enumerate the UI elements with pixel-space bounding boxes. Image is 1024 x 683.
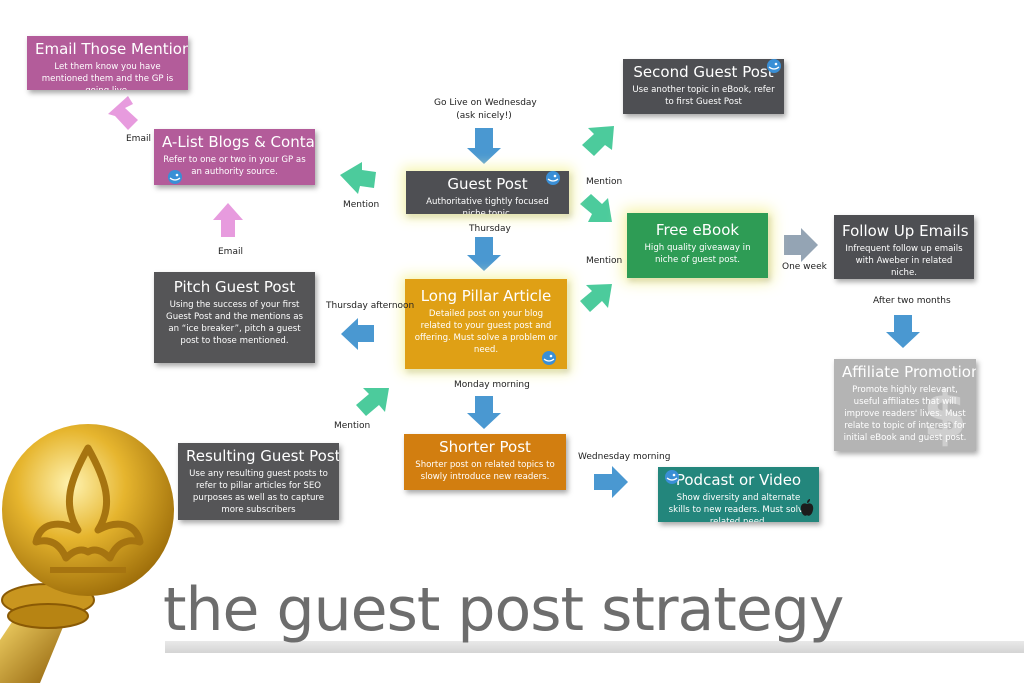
node-free-ebook: Free eBook High quality giveaway in nich…	[627, 213, 768, 278]
node-shorter-post: Shorter Post Shorter post on related top…	[404, 434, 566, 490]
arrow-teal-mention-bottom	[356, 388, 389, 416]
node-title: Resulting Guest Posts	[186, 447, 339, 465]
node-guest-post: Guest Post Authoritative tightly focused…	[406, 171, 569, 214]
node-desc: Show diversity and alternate skills to n…	[668, 493, 809, 522]
node-resulting-guest-posts: Resulting Guest Posts Use any resulting …	[178, 443, 339, 520]
footer-bar	[165, 641, 1024, 653]
label-email-top: Email	[126, 134, 151, 144]
arrow-down-two-months	[886, 315, 920, 348]
node-desc: Authoritative tightly focused niche topi…	[426, 197, 549, 214]
node-desc: Shorter post on related topics to slowly…	[415, 460, 555, 482]
node-title: Guest Post	[447, 175, 528, 193]
twitter-bird-icon	[168, 170, 182, 184]
node-long-pillar-article: Long Pillar Article Detailed post on you…	[405, 279, 567, 369]
arrow-teal-ebook-top	[580, 194, 612, 222]
label-go-live-line2: (ask nicely!)	[456, 111, 512, 121]
arrow-down-monday	[467, 396, 501, 429]
node-title: A-List Blogs & Contacts	[162, 133, 315, 151]
label-wednesday-morning: Wednesday morning	[578, 452, 671, 462]
apple-logo-icon	[800, 499, 814, 516]
arrow-down-thursday	[467, 237, 501, 271]
label-monday-morning: Monday morning	[454, 380, 530, 390]
node-title: Free eBook	[655, 221, 740, 239]
node-affiliate-promotion: $ Affiliate Promotion Promote highly rel…	[834, 359, 976, 451]
node-title: Shorter Post	[439, 438, 531, 456]
svg-text:$: $	[923, 381, 968, 451]
node-a-list-blogs: A-List Blogs & Contacts Refer to one or …	[154, 129, 315, 185]
node-desc: Use any resulting guest posts to refer t…	[189, 469, 328, 515]
node-title: Follow Up Emails	[842, 222, 969, 240]
label-go-live-line1: Go Live on Wednesday	[434, 98, 537, 108]
node-title: Second Guest Post	[633, 63, 774, 81]
node-follow-up-emails: Follow Up Emails Infrequent follow up em…	[834, 215, 974, 279]
arrow-down-golive	[467, 128, 501, 164]
node-desc: Detailed post on your blog related to yo…	[414, 309, 558, 355]
twitter-bird-icon	[665, 470, 679, 484]
node-title: Pitch Guest Post	[173, 278, 296, 296]
node-desc: Let them know you have mentioned them an…	[41, 62, 174, 90]
arrow-right-oneweek	[784, 228, 818, 262]
twitter-bird-icon	[546, 171, 560, 185]
arrow-teal-ebook-bottom	[580, 284, 612, 312]
node-second-guest-post: Second Guest Post Use another topic in e…	[623, 59, 784, 114]
label-email-mid: Email	[218, 247, 243, 257]
node-pitch-guest-post: Pitch Guest Post Using the success of yo…	[154, 272, 315, 363]
torch-icon	[0, 424, 174, 683]
twitter-bird-icon	[542, 351, 556, 365]
label-mention-bottom: Mention	[334, 421, 371, 431]
node-title: Affiliate Promotion	[842, 363, 976, 381]
page-title: the guest post strategy	[163, 575, 844, 645]
arrow-right-podcast	[594, 466, 628, 498]
arrow-pink-email-mid	[213, 203, 243, 237]
label-one-week: One week	[782, 262, 827, 272]
node-desc: Use another topic in eBook, refer to fir…	[632, 85, 775, 107]
node-title: Long Pillar Article	[420, 287, 552, 305]
node-desc: Promote highly relevant, useful affiliat…	[843, 385, 967, 443]
label-go-live: Go Live on Wednesday (ask nicely!)	[434, 97, 537, 123]
label-mention-left: Mention	[343, 200, 380, 210]
node-podcast-or-video: Podcast or Video Show diversity and alte…	[658, 467, 819, 522]
label-thursday-afternoon: Thursday afternoon	[326, 301, 415, 311]
label-mention-right-top: Mention	[586, 177, 623, 187]
node-desc: Refer to one or two in your GP as an aut…	[163, 155, 306, 177]
node-desc: Infrequent follow up emails with Aweber …	[845, 244, 963, 278]
dollar-sign-icon: $	[923, 381, 968, 451]
node-email-those-mentioned: Email Those Mentioned Let them know you …	[27, 36, 188, 90]
arrow-pink-email-top	[108, 96, 138, 130]
node-desc: Using the success of your first Guest Po…	[166, 300, 303, 346]
label-mention-right-mid: Mention	[586, 256, 623, 266]
label-thursday: Thursday	[469, 224, 511, 234]
twitter-bird-icon	[767, 59, 781, 73]
arrow-left-pitch	[341, 318, 374, 350]
node-title: Podcast or Video	[675, 471, 802, 489]
arrow-teal-mention-left	[340, 162, 376, 194]
node-desc: High quality giveaway in niche of guest …	[644, 243, 751, 265]
node-title: Email Those Mentioned	[35, 40, 188, 58]
arrow-teal-mention-second	[582, 126, 614, 156]
label-after-two-months: After two months	[873, 296, 951, 306]
